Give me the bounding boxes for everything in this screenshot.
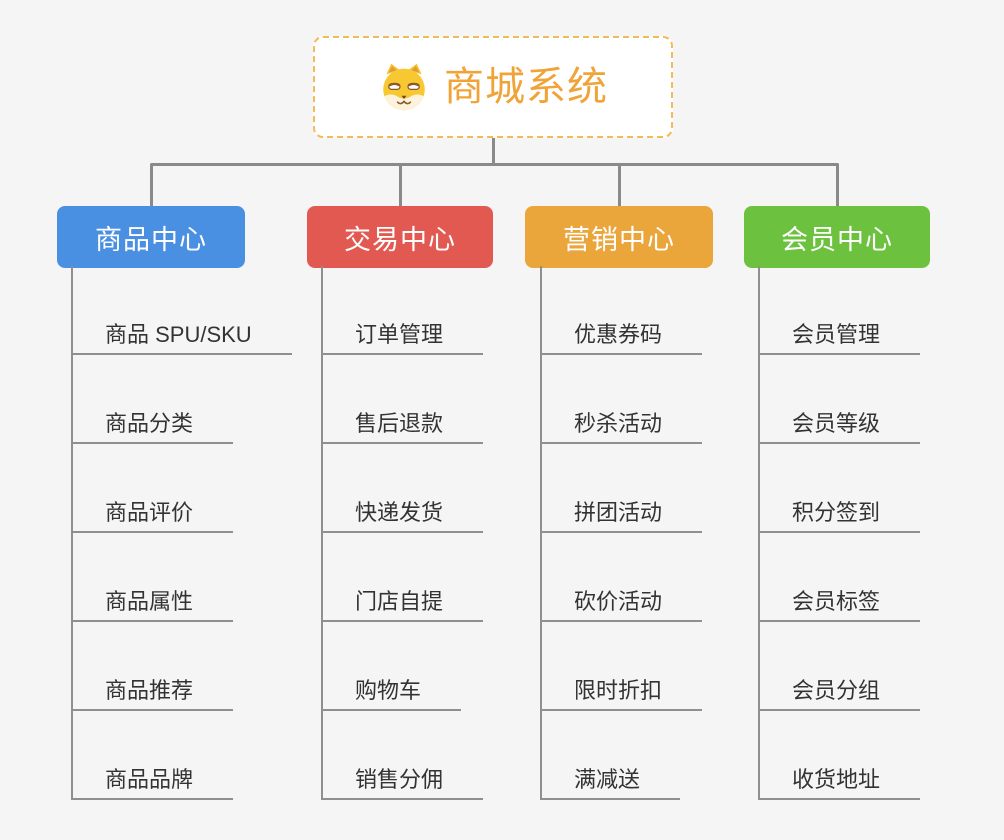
- leaf-node[interactable]: 商品 SPU/SKU: [73, 266, 292, 355]
- leaf-node[interactable]: 优惠券码: [542, 266, 703, 355]
- branch-label: 会员中心: [781, 224, 893, 255]
- branch-node-marketing-center[interactable]: 营销中心: [525, 206, 713, 268]
- branch-label: 商品中心: [95, 224, 207, 255]
- leaf-node[interactable]: 拼团活动: [542, 444, 703, 533]
- branch-node-member-center[interactable]: 会员中心: [744, 206, 930, 268]
- connector-drop-trade: [399, 165, 402, 207]
- leaf-node[interactable]: 秒杀活动: [542, 355, 703, 444]
- root-node-mall-system[interactable]: 商城系统: [313, 36, 673, 138]
- branch-node-product-center[interactable]: 商品中心: [57, 206, 245, 268]
- connector-drop-marketing: [618, 165, 621, 207]
- root-node-title: 商城系统: [444, 65, 608, 109]
- leaf-node[interactable]: 商品品牌: [73, 711, 234, 800]
- leaf-node[interactable]: 收货地址: [760, 711, 921, 800]
- leaf-node[interactable]: 积分签到: [760, 444, 921, 533]
- connector-horizontal-rail: [150, 163, 839, 166]
- leaf-node[interactable]: 快递发货: [323, 444, 484, 533]
- leaf-node[interactable]: 门店自提: [323, 533, 484, 622]
- subtree-trade-center: 订单管理 售后退款 快递发货 门店自提 购物车 销售分佣: [321, 266, 484, 800]
- branch-label: 营销中心: [563, 224, 675, 255]
- subtree-member-center: 会员管理 会员等级 积分签到 会员标签 会员分组 收货地址: [758, 266, 921, 800]
- leaf-node[interactable]: 商品推荐: [73, 622, 234, 711]
- leaf-node[interactable]: 订单管理: [323, 266, 484, 355]
- leaf-node[interactable]: 会员标签: [760, 533, 921, 622]
- shiba-dog-icon: [383, 63, 425, 111]
- leaf-node[interactable]: 购物车: [323, 622, 462, 711]
- connector-drop-member: [836, 165, 839, 207]
- subtree-marketing-center: 优惠券码 秒杀活动 拼团活动 砍价活动 限时折扣 满减送: [540, 266, 703, 800]
- branch-label: 交易中心: [344, 224, 456, 255]
- leaf-node[interactable]: 满减送: [542, 711, 681, 800]
- connector-root-stub: [492, 138, 495, 165]
- leaf-node[interactable]: 商品评价: [73, 444, 234, 533]
- leaf-node[interactable]: 商品分类: [73, 355, 234, 444]
- leaf-node[interactable]: 会员管理: [760, 266, 921, 355]
- connector-drop-product: [150, 165, 153, 207]
- branch-node-trade-center[interactable]: 交易中心: [307, 206, 493, 268]
- subtree-product-center: 商品 SPU/SKU 商品分类 商品评价 商品属性 商品推荐 商品品牌: [71, 266, 292, 800]
- leaf-node[interactable]: 商品属性: [73, 533, 234, 622]
- leaf-node[interactable]: 销售分佣: [323, 711, 484, 800]
- leaf-node[interactable]: 限时折扣: [542, 622, 703, 711]
- leaf-node[interactable]: 砍价活动: [542, 533, 703, 622]
- leaf-node[interactable]: 会员分组: [760, 622, 921, 711]
- leaf-node[interactable]: 会员等级: [760, 355, 921, 444]
- leaf-node[interactable]: 售后退款: [323, 355, 484, 444]
